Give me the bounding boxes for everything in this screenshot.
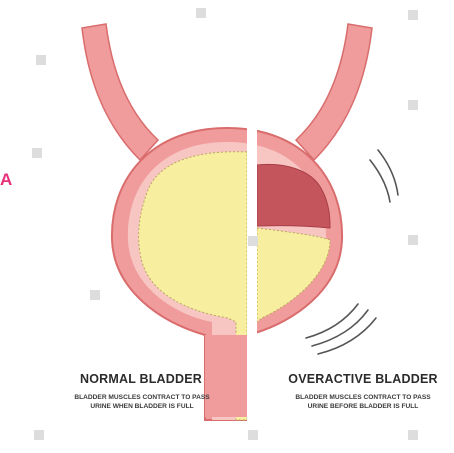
overactive-bladder-description: BLADDER MUSCLES CONTRACT TO PASS URINE B… (278, 393, 448, 411)
watermark-square (408, 235, 418, 245)
normal-desc-line2: URINE WHEN BLADDER IS FULL (57, 402, 227, 411)
watermark-square (408, 10, 418, 20)
normal-bladder-description: BLADDER MUSCLES CONTRACT TO PASS URINE W… (57, 393, 227, 411)
watermark-square (32, 148, 42, 158)
watermark-square (90, 290, 100, 300)
overactive-bladder-title: OVERACTIVE BLADDER (288, 372, 438, 386)
overactive-desc-line1: BLADDER MUSCLES CONTRACT TO PASS (278, 393, 448, 402)
normal-bladder-title: NORMAL BLADDER (75, 372, 207, 386)
overactive-desc-line2: URINE BEFORE BLADDER IS FULL (278, 402, 448, 411)
watermark-square (36, 55, 46, 65)
left-ureter (82, 24, 158, 160)
watermark-square (408, 430, 418, 440)
watermark-square (196, 8, 206, 18)
normal-desc-line1: BLADDER MUSCLES CONTRACT TO PASS (57, 393, 227, 402)
watermark-square (248, 430, 258, 440)
motion-line (370, 160, 390, 202)
watermark-square (34, 430, 44, 440)
motion-line (312, 310, 368, 346)
motion-line (306, 304, 358, 338)
center-divider (247, 125, 257, 430)
watermark-square (248, 236, 258, 246)
side-letter: A (0, 170, 12, 190)
right-ureter (296, 24, 372, 160)
motion-line (378, 150, 398, 195)
motion-line (318, 318, 376, 354)
watermark-square (408, 100, 418, 110)
